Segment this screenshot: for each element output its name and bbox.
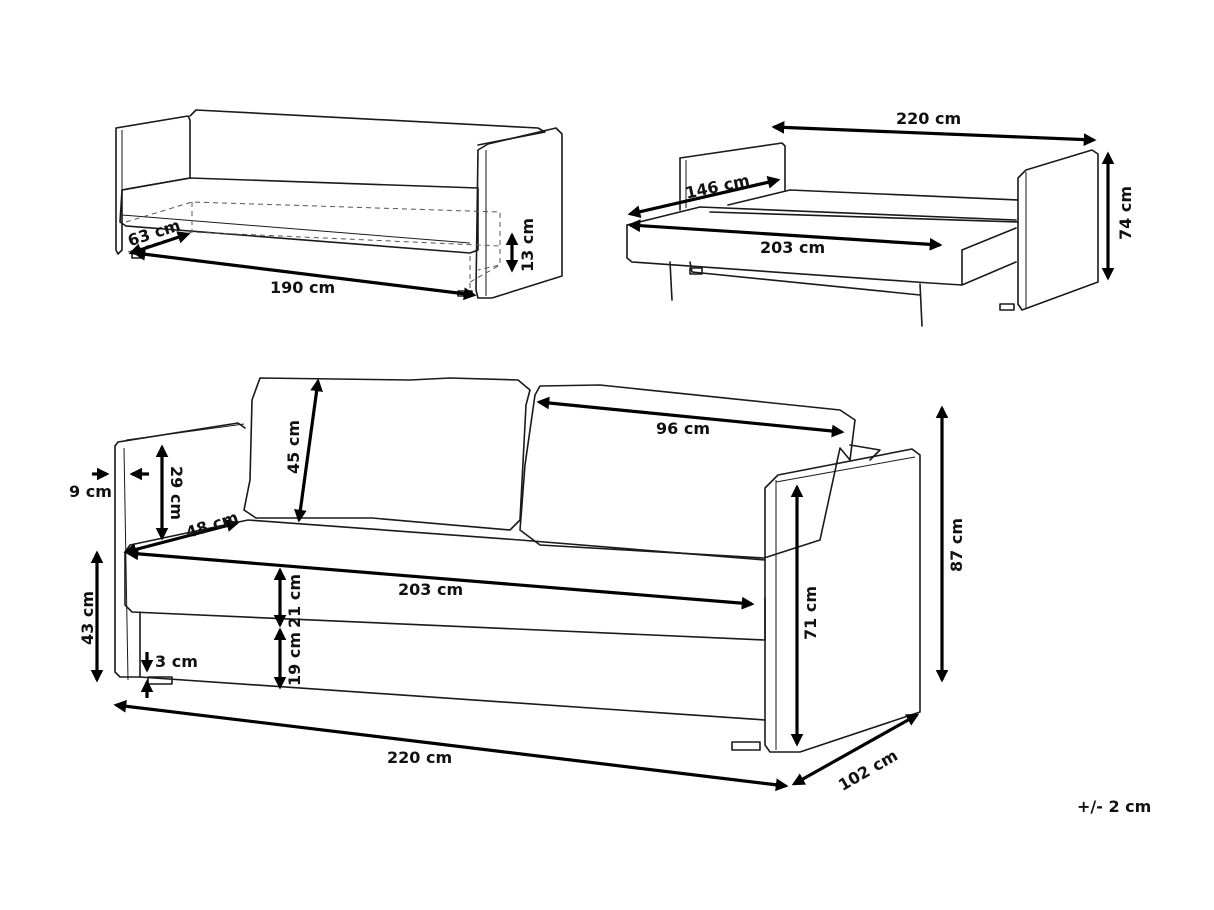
storage-height-label: 13 cm — [518, 218, 537, 272]
seat-height-label: 43 cm — [78, 591, 97, 645]
cushion-height-label: 45 cm — [284, 420, 303, 474]
armrest-width-label: 9 cm — [69, 482, 112, 501]
bed-length-label: 203 cm — [760, 238, 826, 257]
tolerance-note: +/- 2 cm — [1077, 797, 1152, 816]
bed-view-sofa — [626, 121, 1115, 327]
storage-view-sofa — [115, 109, 563, 301]
bed-total-width-label: 220 cm — [896, 109, 962, 128]
armrest-height-label: 71 cm — [801, 586, 820, 640]
armrest-above-seat-label: 29 cm — [167, 466, 186, 520]
total-height-label: 87 cm — [947, 518, 966, 572]
seat-width-label: 203 cm — [398, 580, 464, 599]
leg-height-label: 3 cm — [155, 652, 198, 671]
storage-length-label: 190 cm — [270, 278, 336, 297]
main-view-sofa — [90, 377, 949, 792]
total-width-label: 220 cm — [387, 748, 453, 767]
base-height-label: 19 cm — [285, 632, 304, 686]
bed-armrest-height-label: 74 cm — [1116, 186, 1135, 240]
cushion-width-label: 96 cm — [656, 419, 710, 438]
seat-cushion-thickness-label: 21 cm — [285, 574, 304, 628]
